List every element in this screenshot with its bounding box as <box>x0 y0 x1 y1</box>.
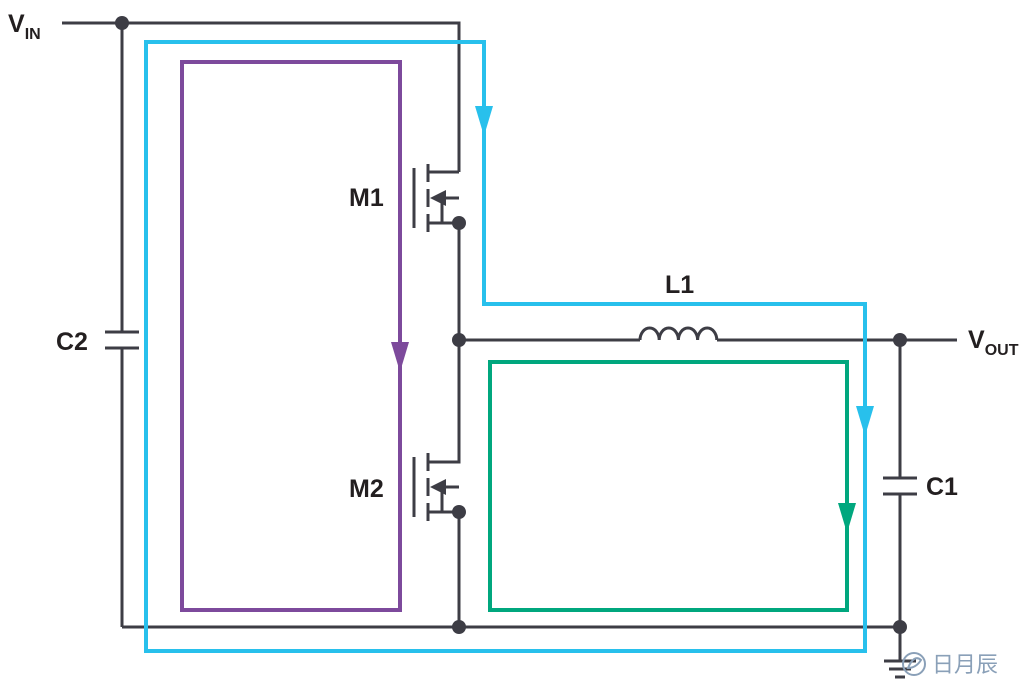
junction-dot <box>893 333 907 347</box>
l1-label: L1 <box>665 271 694 299</box>
junction-dot <box>893 620 907 634</box>
vin-label: VIN <box>8 10 41 43</box>
junction-dot <box>452 620 466 634</box>
junction-dot <box>452 505 466 519</box>
capacitor-c2 <box>105 330 139 350</box>
green-arrow-down-icon <box>838 503 856 533</box>
current-loop-blue <box>144 40 867 653</box>
capacitor-c1 <box>883 476 917 496</box>
m1-label: M1 <box>349 184 384 212</box>
blue-arrow-down-icon <box>856 406 874 436</box>
circuit-wires <box>62 21 957 660</box>
current-loop-green <box>488 360 849 612</box>
junction-dot <box>452 216 466 230</box>
switch-node-wire <box>442 340 461 464</box>
watermark-text: 日月辰 <box>932 653 998 678</box>
m1-source-wire <box>442 221 461 340</box>
m2-label: M2 <box>349 475 384 503</box>
junction-dots <box>115 16 907 634</box>
c2-label: C2 <box>56 328 88 356</box>
purple-arrow-down-icon <box>391 342 409 372</box>
m2-arrow-icon <box>430 479 446 495</box>
vout-label: VOUT <box>968 326 1019 359</box>
leaf-logo-icon <box>902 652 926 676</box>
current-loop-purple <box>180 60 402 612</box>
vin-rail-wire <box>62 21 461 172</box>
junction-dot <box>115 16 129 30</box>
blue-arrow-down-icon <box>475 106 493 136</box>
inductor-l1 <box>638 326 719 341</box>
mosfet-m2 <box>412 453 459 521</box>
junction-dot <box>452 333 466 347</box>
m1-arrow-icon <box>430 190 446 206</box>
m2-source-wire <box>442 510 461 627</box>
watermark: 日月辰 <box>902 652 998 678</box>
c1-label: C1 <box>926 473 958 501</box>
